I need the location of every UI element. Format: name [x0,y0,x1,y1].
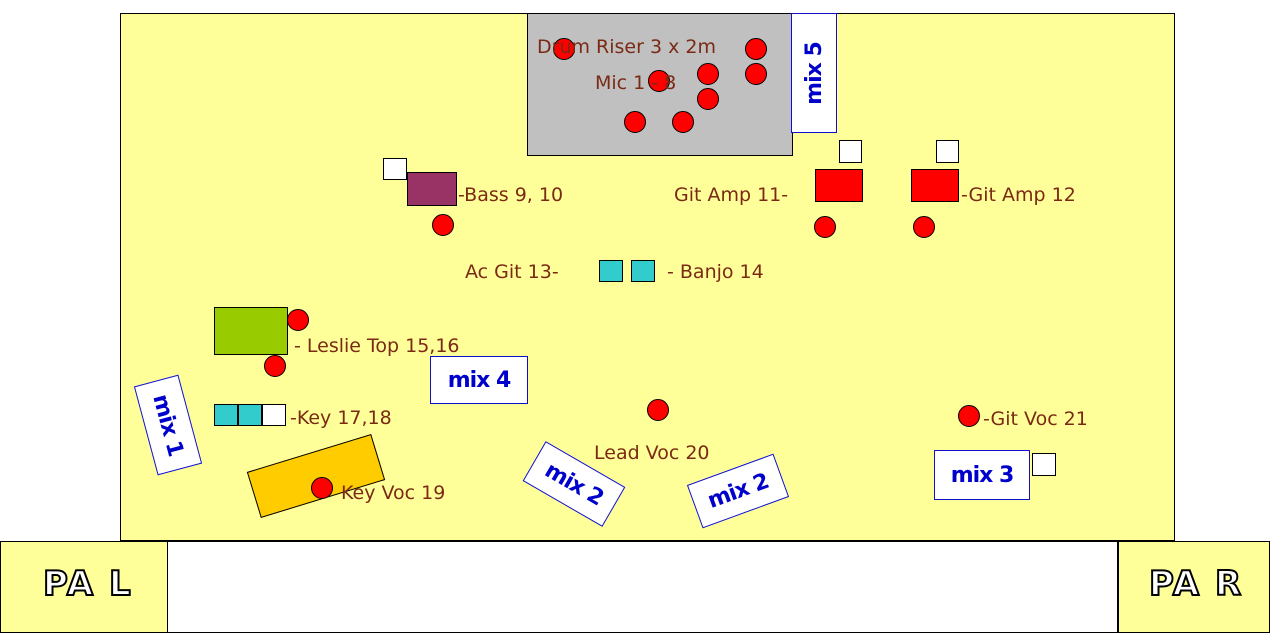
monitor-mix-4: mix 4 [430,356,528,404]
ac-git-di-box [599,260,623,282]
key-label: -Key 17,18 [290,407,392,429]
ac-git-label: Ac Git 13- [465,261,559,283]
drum-mic [648,70,670,92]
drum-riser-label: Drum Riser 3 x 2m [537,36,716,58]
leslie-mic [264,355,286,377]
drum-mic [745,63,767,85]
monitor-mix-3: mix 3 [934,450,1030,500]
monitor-label: mix 5 [801,41,827,105]
leslie-label: - Leslie Top 15,16 [294,335,460,357]
monitor-label: mix 2 [704,468,772,514]
monitor-mix-5: mix 5 [791,13,837,133]
git-amp-11 [815,169,863,202]
git-voc-label: -Git Voc 21 [983,408,1088,430]
audience-area [166,541,1118,633]
git-amp-12-di-box [936,140,959,163]
drum-mic [553,38,575,60]
git-voc-mic [958,405,980,427]
drum-mic [745,38,767,60]
drum-mic [697,63,719,85]
monitor-label: mix 3 [950,462,1015,488]
git-amp-11-di-box [839,140,862,163]
lead-voc-mic [647,399,669,421]
leslie-mic [287,309,309,331]
drum-mic [624,111,646,133]
bass-amp [407,172,457,206]
key-voc-label: Key Voc 19 [341,482,446,504]
git-amp-12 [911,169,959,202]
banjo-di-box [631,260,655,282]
bass-label: -Bass 9, 10 [458,184,564,206]
bass-di-box [383,158,407,180]
git-voc-di-box [1032,453,1056,476]
leslie-speaker [214,307,288,355]
git-amp-12-label: -Git Amp 12 [961,184,1076,206]
drum-mic [697,88,719,110]
lead-voc-label: Lead Voc 20 [594,442,710,464]
git-amp-11-label: Git Amp 11- [674,184,789,206]
key-di-box [214,404,238,426]
drum-mics-label: Mic 1 - 8 [595,72,677,94]
pa-left-label: PA L [42,563,133,605]
key-voc-mic [311,477,333,499]
key-di-box [238,404,262,426]
key-di-box [262,404,286,426]
pa-right-label: PA R [1148,563,1244,605]
drum-mic [672,111,694,133]
banjo-label: - Banjo 14 [667,261,764,283]
pa-left-speaker: PA L [0,541,168,633]
git-amp-11-mic [814,216,836,238]
bass-mic [432,214,454,236]
monitor-label: mix 1 [147,391,189,459]
git-amp-12-mic [913,216,935,238]
monitor-label: mix 4 [447,367,512,393]
pa-right-speaker: PA R [1118,541,1270,633]
